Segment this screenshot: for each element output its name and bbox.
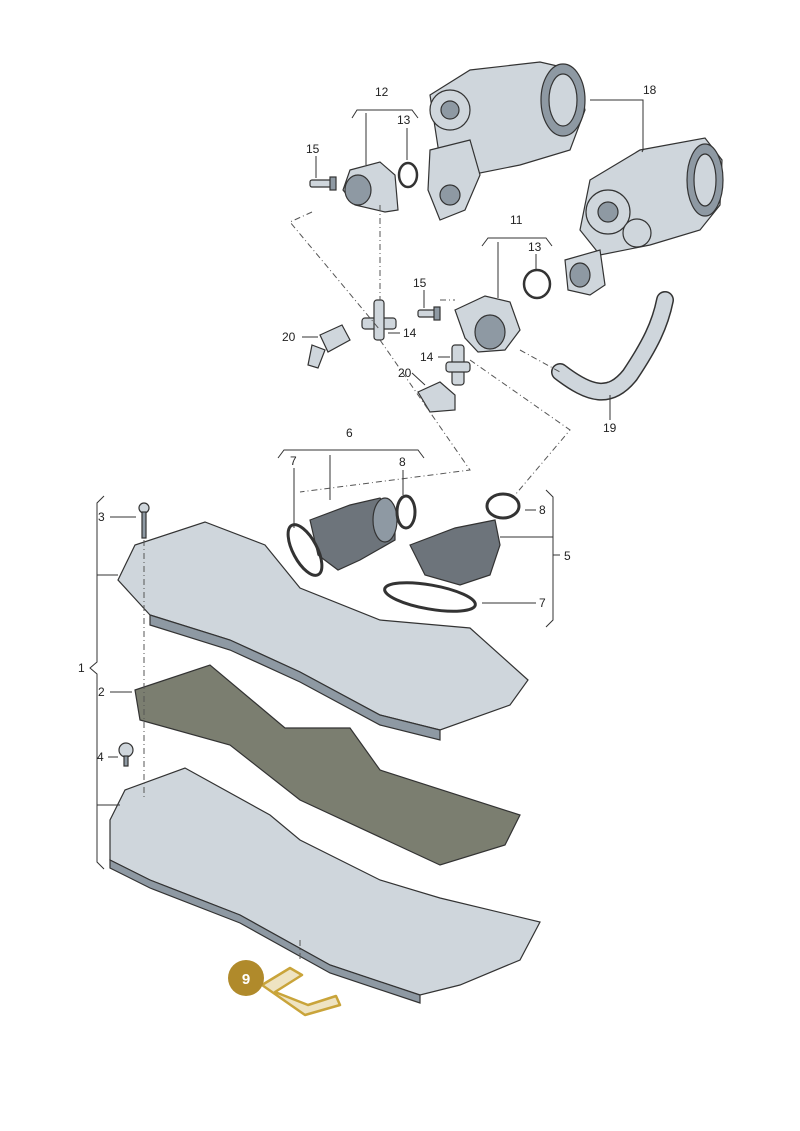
bolt-15-upper — [309, 176, 337, 191]
bolt-15-lower — [417, 306, 441, 321]
label-13-lower: 13 — [528, 240, 542, 254]
label-8-lower: 8 — [539, 503, 546, 517]
label-7-upper: 7 — [290, 454, 297, 468]
air-filter-element — [134, 664, 521, 866]
t-piece-14-lower — [445, 344, 471, 386]
valve-20-upper — [307, 324, 351, 369]
label-5: 5 — [564, 549, 571, 563]
label-2: 2 — [98, 685, 105, 699]
label-15-lower: 15 — [413, 276, 427, 290]
label-19: 19 — [603, 421, 617, 435]
t-piece-14-upper — [361, 299, 397, 341]
hose-19 — [551, 291, 674, 401]
clamp-8-lower — [485, 492, 521, 520]
label-3: 3 — [98, 510, 105, 524]
assembly-lines — [143, 205, 571, 960]
label-18: 18 — [643, 83, 657, 97]
label-13-upper: 13 — [397, 113, 411, 127]
label-1: 1 — [78, 661, 85, 675]
label-14-lower: 14 — [420, 350, 434, 364]
label-12: 12 — [375, 85, 389, 99]
intake-connector-upper — [342, 161, 399, 213]
clip-4 — [118, 742, 134, 767]
label-6: 6 — [346, 426, 353, 440]
seal-7-upper — [286, 523, 324, 577]
leader-lines — [89, 99, 644, 870]
filter-housing-upper — [117, 521, 529, 741]
label-20-lower: 20 — [398, 366, 412, 380]
label-15-upper: 15 — [306, 142, 320, 156]
seal-7-lower — [383, 581, 477, 613]
callout-badge-circle — [228, 960, 264, 996]
turbocharger-lower — [564, 137, 724, 296]
callout-badge-label: 9 — [242, 971, 250, 988]
callout-badge-9: 9 — [228, 960, 264, 996]
turbocharger-upper — [427, 61, 586, 221]
label-7-lower: 7 — [539, 596, 546, 610]
highlighted-part-9 — [260, 966, 342, 1017]
label-4: 4 — [97, 750, 104, 764]
seal-ring-lower — [522, 268, 552, 300]
filter-housing-lower — [109, 767, 541, 1004]
label-8-upper: 8 — [399, 455, 406, 469]
intake-duct-upper — [309, 497, 398, 571]
label-20-upper: 20 — [282, 330, 296, 344]
seal-ring-upper — [397, 161, 419, 189]
label-11: 11 — [510, 213, 523, 227]
clamp-8-upper — [395, 494, 417, 530]
part-labels: 12 13 15 18 11 13 15 14 20 14 20 19 6 7 … — [78, 83, 657, 764]
intake-connector-lower — [454, 295, 521, 353]
valve-20-lower — [417, 381, 456, 413]
screw-3 — [138, 502, 150, 539]
intake-duct-lower — [409, 519, 501, 586]
label-14-upper: 14 — [403, 326, 417, 340]
